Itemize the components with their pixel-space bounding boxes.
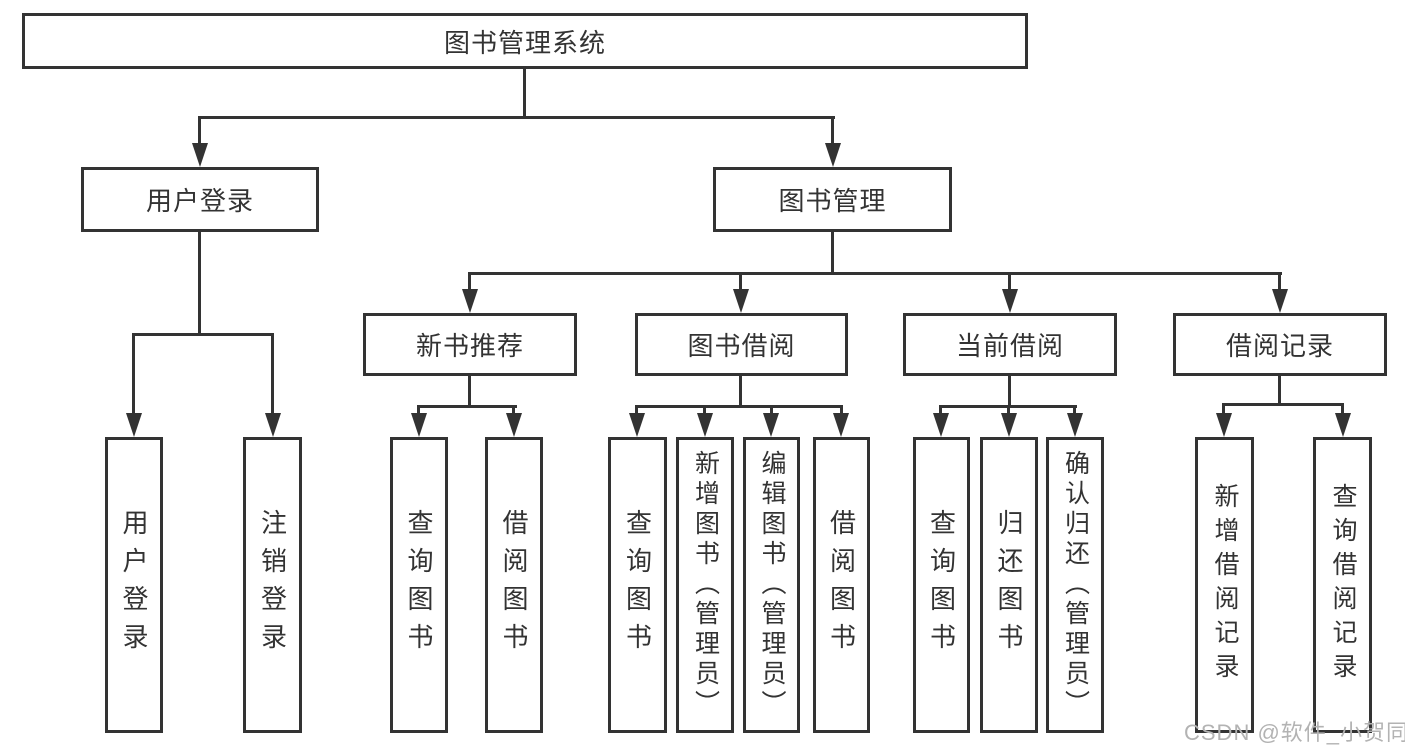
node-label: 用户登录 [145, 186, 254, 216]
node-label: 新增图书（管理员） [691, 450, 720, 720]
connector-line [1222, 403, 1225, 417]
node-label: 查询借阅记录 [1329, 483, 1357, 687]
leaf-logout: 注销登录 [243, 437, 302, 733]
connector-line [468, 272, 471, 292]
connector-line [1222, 403, 1344, 406]
connector-line [1008, 272, 1011, 292]
node-label: 用户登录 [119, 509, 149, 661]
leaf-add-book-admin: 新增图书（管理员） [676, 437, 734, 733]
arrow-down-icon [733, 289, 749, 313]
connector-line [132, 333, 135, 415]
connector-line [939, 405, 942, 417]
node-label: 借阅图书 [826, 509, 857, 661]
leaf-confirm-return-admin: 确认归还（管理员） [1046, 437, 1104, 733]
arrow-down-icon [763, 413, 779, 437]
leaf-borrow-books-1: 借阅图书 [485, 437, 543, 733]
node-label: 确认归还（管理员） [1061, 450, 1090, 720]
node-user-login: 用户登录 [81, 167, 319, 232]
arrow-down-icon [833, 413, 849, 437]
node-label: 查询图书 [926, 509, 957, 661]
arrow-down-icon [629, 413, 645, 437]
node-new-book-recommend: 新书推荐 [363, 313, 577, 376]
connector-line [739, 272, 742, 292]
arrow-down-icon [697, 413, 713, 437]
connector-line [1278, 375, 1281, 405]
arrow-down-icon [1067, 413, 1083, 437]
node-borrow-records: 借阅记录 [1173, 313, 1387, 376]
node-label: 图书管理系统 [443, 27, 606, 58]
node-label: 图书借阅 [687, 331, 796, 361]
node-label: 归还图书 [994, 509, 1024, 661]
connector-line [468, 375, 471, 408]
node-library-management-system: 图书管理系统 [22, 13, 1028, 69]
csdn-watermark: CSDN @软件_小贺同学 [1184, 720, 1405, 745]
leaf-return-book: 归还图书 [980, 437, 1038, 733]
connector-line [417, 405, 517, 408]
leaf-borrow-books-2: 借阅图书 [813, 437, 870, 733]
node-label: 注销登录 [257, 509, 288, 661]
connector-line [271, 333, 274, 415]
node-label: 新增借阅记录 [1211, 483, 1239, 687]
node-label: 当前借阅 [955, 331, 1064, 361]
connector-line [417, 405, 420, 417]
connector-line [468, 272, 1282, 275]
leaf-add-borrow-record: 新增借阅记录 [1195, 437, 1254, 733]
node-current-borrow: 当前借阅 [903, 313, 1117, 376]
arrow-down-icon [1335, 413, 1351, 437]
node-label: 查询图书 [622, 509, 653, 661]
arrow-down-icon [1001, 413, 1017, 437]
arrow-down-icon [462, 289, 478, 313]
leaf-user-login: 用户登录 [105, 437, 163, 733]
connector-line [635, 405, 843, 408]
node-label: 编辑图书（管理员） [758, 450, 786, 720]
node-label: 借阅图书 [499, 509, 529, 661]
arrow-down-icon [506, 413, 522, 437]
node-book-borrow: 图书借阅 [635, 313, 848, 376]
connector-line [770, 405, 773, 417]
connector-line [1007, 405, 1010, 417]
connector-line [831, 232, 834, 275]
connector-line [198, 116, 201, 146]
connector-line [1073, 405, 1076, 417]
node-label: 借阅记录 [1225, 331, 1334, 361]
leaf-query-books-1: 查询图书 [390, 437, 448, 733]
connector-line [703, 405, 706, 417]
connector-line [1341, 403, 1344, 417]
connector-line [198, 232, 201, 336]
connector-line [739, 375, 742, 408]
arrow-down-icon [411, 413, 427, 437]
connector-line [1008, 375, 1011, 408]
leaf-query-borrow-record: 查询借阅记录 [1313, 437, 1372, 733]
connector-line [512, 405, 515, 417]
node-label: 图书管理 [778, 186, 887, 216]
connector-line [831, 116, 834, 146]
node-label: 查询图书 [404, 509, 434, 661]
arrow-down-icon [933, 413, 949, 437]
connector-line [198, 116, 835, 119]
arrow-down-icon [192, 143, 208, 167]
arrow-down-icon [825, 143, 841, 167]
connector-line [840, 405, 843, 417]
arrow-down-icon [1272, 289, 1288, 313]
arrow-down-icon [1216, 413, 1232, 437]
connector-line [1278, 272, 1281, 292]
connector-line [132, 333, 274, 336]
node-label: 新书推荐 [415, 331, 524, 361]
connector-line [523, 68, 526, 118]
leaf-query-books-2: 查询图书 [608, 437, 667, 733]
connector-line [635, 405, 638, 417]
arrow-down-icon [126, 413, 142, 437]
arrow-down-icon [265, 413, 281, 437]
arrow-down-icon [1002, 289, 1018, 313]
leaf-edit-book-admin: 编辑图书（管理员） [743, 437, 800, 733]
node-book-management: 图书管理 [713, 167, 952, 232]
leaf-query-books-3: 查询图书 [913, 437, 970, 733]
